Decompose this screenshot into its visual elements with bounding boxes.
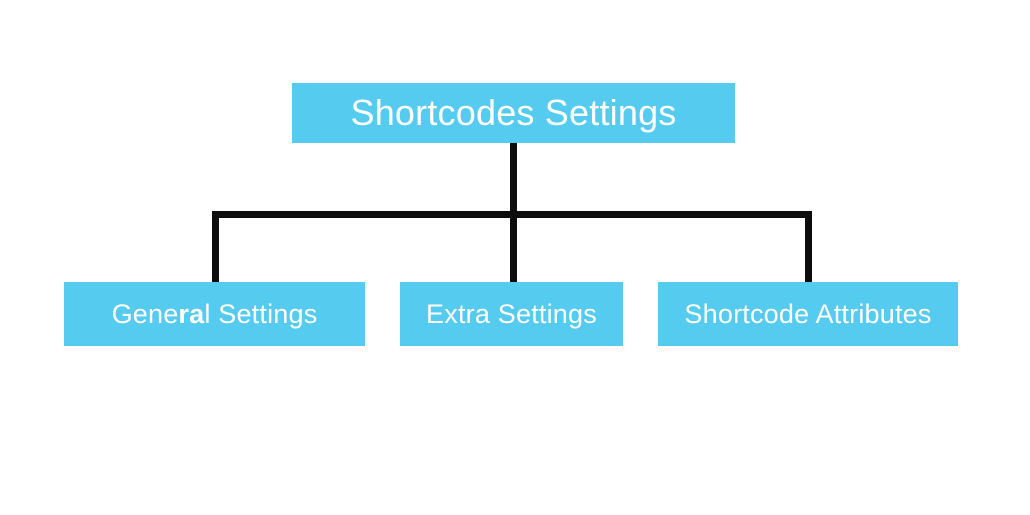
node-label-part: l Settings xyxy=(204,298,318,329)
connector-horizontal-bar xyxy=(212,211,812,218)
node-label-part: Extra Settings xyxy=(426,298,597,329)
node-label-part: Gene xyxy=(111,298,179,329)
node-label-part: Shortcodes Settings xyxy=(350,92,677,133)
connector-left-stem xyxy=(212,218,219,282)
node-shortcode-attributes: Shortcode Attributes xyxy=(658,282,958,346)
node-extra-settings: Extra Settings xyxy=(400,282,623,346)
node-shortcodes-settings: Shortcodes Settings xyxy=(292,83,735,143)
node-label-bold-part: ra xyxy=(178,298,205,329)
connector-right-stem xyxy=(805,218,812,282)
node-label-part: Shortcode Attributes xyxy=(684,298,932,329)
